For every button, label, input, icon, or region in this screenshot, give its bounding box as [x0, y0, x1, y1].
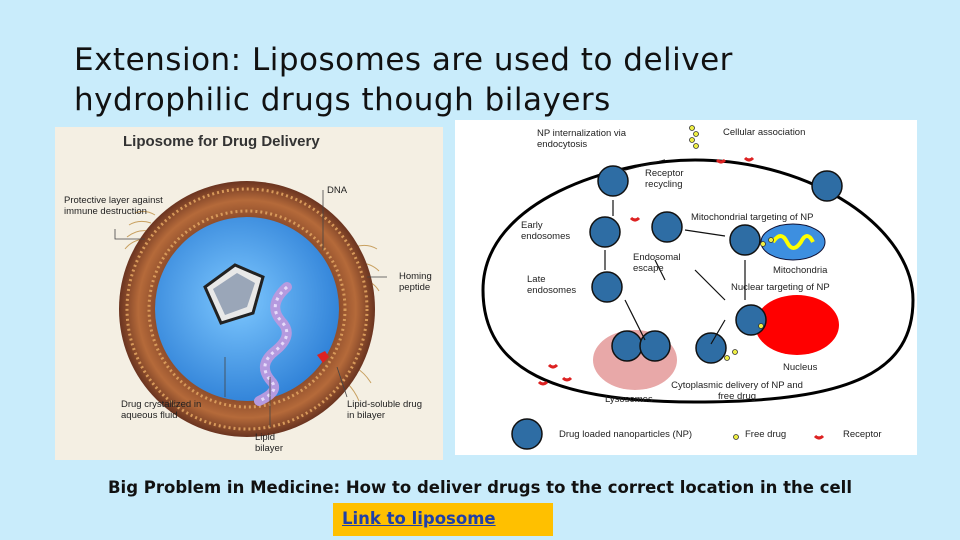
lipid-bilayer-label: Lipid bilayer	[255, 432, 283, 454]
nucleus-shape	[755, 295, 839, 355]
endosomal-escape-label: Endosomal escape	[633, 252, 681, 274]
legend-free-drug-label: Free drug	[745, 429, 787, 440]
link-highlight	[333, 503, 553, 536]
liposome-link[interactable]: Link to liposome	[342, 509, 496, 528]
receptors	[537, 156, 825, 440]
dna-label: DNA	[327, 185, 348, 196]
title-line-2: hydrophilic drugs though bilayers	[74, 82, 611, 118]
bottom-problem-text: Big Problem in Medicine: How to deliver …	[107, 478, 852, 497]
protective-layer-label: Protective layer against immune destruct…	[64, 195, 163, 217]
liposome-illustration	[114, 181, 387, 437]
lipid-soluble-drug	[317, 351, 329, 363]
pathway-arrows	[604, 159, 746, 345]
liposome-figure-title: Liposome for Drug Delivery	[123, 133, 320, 150]
slide-title: Extension: Liposomes are used to deliver…	[74, 40, 934, 120]
title-line-1: Extension: Liposomes are used to deliver	[74, 42, 733, 78]
cellular-association-label: Cellular association	[723, 127, 806, 138]
cell-pathway-illustration	[481, 125, 915, 450]
legend-np-label: Drug loaded nanoparticles (NP)	[559, 429, 693, 440]
nuclear-targeting-label: Nuclear targeting of NP	[731, 282, 830, 293]
early-endosomes-label: Early endosomes	[521, 220, 571, 242]
cytoplasmic-delivery-label: Cytoplasmic delivery of NP and free drug	[671, 380, 803, 402]
nucleus-label: Nucleus	[783, 362, 818, 373]
liposome-figure: Liposome for Drug Delivery	[55, 127, 443, 460]
homing-peptide-label: Homing peptide	[399, 271, 432, 293]
drug-crystal-label: Drug crystallized in aqueous fluid	[121, 399, 202, 421]
mitochondrial-targeting-label: Mitochondrial targeting of NP	[691, 212, 814, 223]
receptor-recycling-label: Receptor recycling	[645, 168, 684, 190]
nanoparticle-pathway-figure: NP internalization via endocytosis Cellu…	[455, 120, 917, 455]
lipid-soluble-drug-label: Lipid-soluble drug in bilayer	[347, 399, 422, 421]
legend-receptor-label: Receptor	[843, 429, 882, 440]
nanoparticles	[511, 165, 843, 450]
np-internalization-label: NP internalization via endocytosis	[537, 128, 627, 150]
late-endosomes-label: Late endosomes	[527, 274, 577, 296]
mitochondria-label: Mitochondria	[773, 265, 828, 276]
lysosomes-label: Lysosomes	[605, 394, 653, 405]
free-drug-dots	[689, 125, 774, 440]
